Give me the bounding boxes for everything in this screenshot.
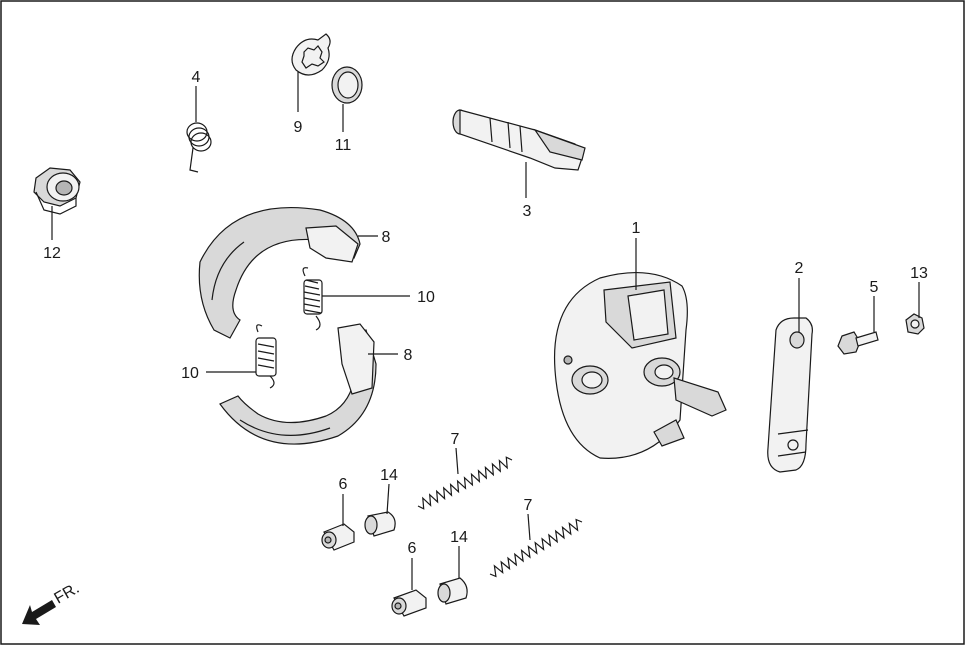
leader-lines (51, 72, 920, 590)
callout-9: 9 (294, 119, 303, 136)
callout-10-lower: 10 (181, 365, 199, 382)
callout-8-upper: 8 (382, 229, 391, 246)
front-direction-indicator: FR. (22, 580, 82, 625)
callout-7-lower: 7 (524, 497, 533, 514)
brake-shoe-lower-part (219, 323, 377, 445)
callout-14-upper: 14 (380, 467, 398, 484)
spring-lower-part (489, 518, 583, 578)
nut-part (905, 313, 925, 335)
bolt-part (837, 331, 879, 355)
brake-shoe-upper-part (198, 206, 361, 339)
brake-arm-part (767, 317, 813, 473)
pin-lower-part (391, 589, 427, 617)
callout-labels: 1 2 3 4 5 6 6 7 7 8 8 9 10 10 11 12 13 1… (43, 69, 928, 557)
callout-12: 12 (43, 245, 61, 262)
flange-nut-part (33, 167, 81, 215)
front-arrow-icon (22, 600, 56, 625)
return-spring-upper-part (302, 267, 323, 331)
callout-6-lower: 6 (408, 540, 417, 557)
front-direction-label: FR. (52, 580, 83, 608)
callout-3: 3 (523, 203, 532, 220)
sleeve-upper-part (364, 511, 396, 537)
callout-11: 11 (335, 137, 352, 154)
torsion-spring-part (186, 122, 212, 173)
callout-6-upper: 6 (339, 476, 348, 493)
seal-ring-part (331, 66, 363, 104)
callout-14-lower: 14 (450, 529, 468, 546)
callout-5: 5 (870, 279, 879, 296)
sleeve-lower-part (437, 577, 468, 605)
brake-cam-shaft-part (452, 109, 586, 171)
callout-7-upper: 7 (451, 431, 460, 448)
callout-1: 1 (632, 220, 641, 237)
callout-8-lower: 8 (404, 347, 413, 364)
callout-2: 2 (795, 260, 804, 277)
callout-13: 13 (910, 265, 928, 282)
pin-upper-part (321, 523, 355, 551)
return-spring-lower-part (255, 324, 277, 389)
lock-washer-part (291, 33, 331, 76)
brake-panel-part (553, 271, 727, 459)
callout-10-upper: 10 (417, 289, 435, 306)
callout-4: 4 (192, 69, 201, 86)
spring-upper-part (417, 456, 513, 510)
